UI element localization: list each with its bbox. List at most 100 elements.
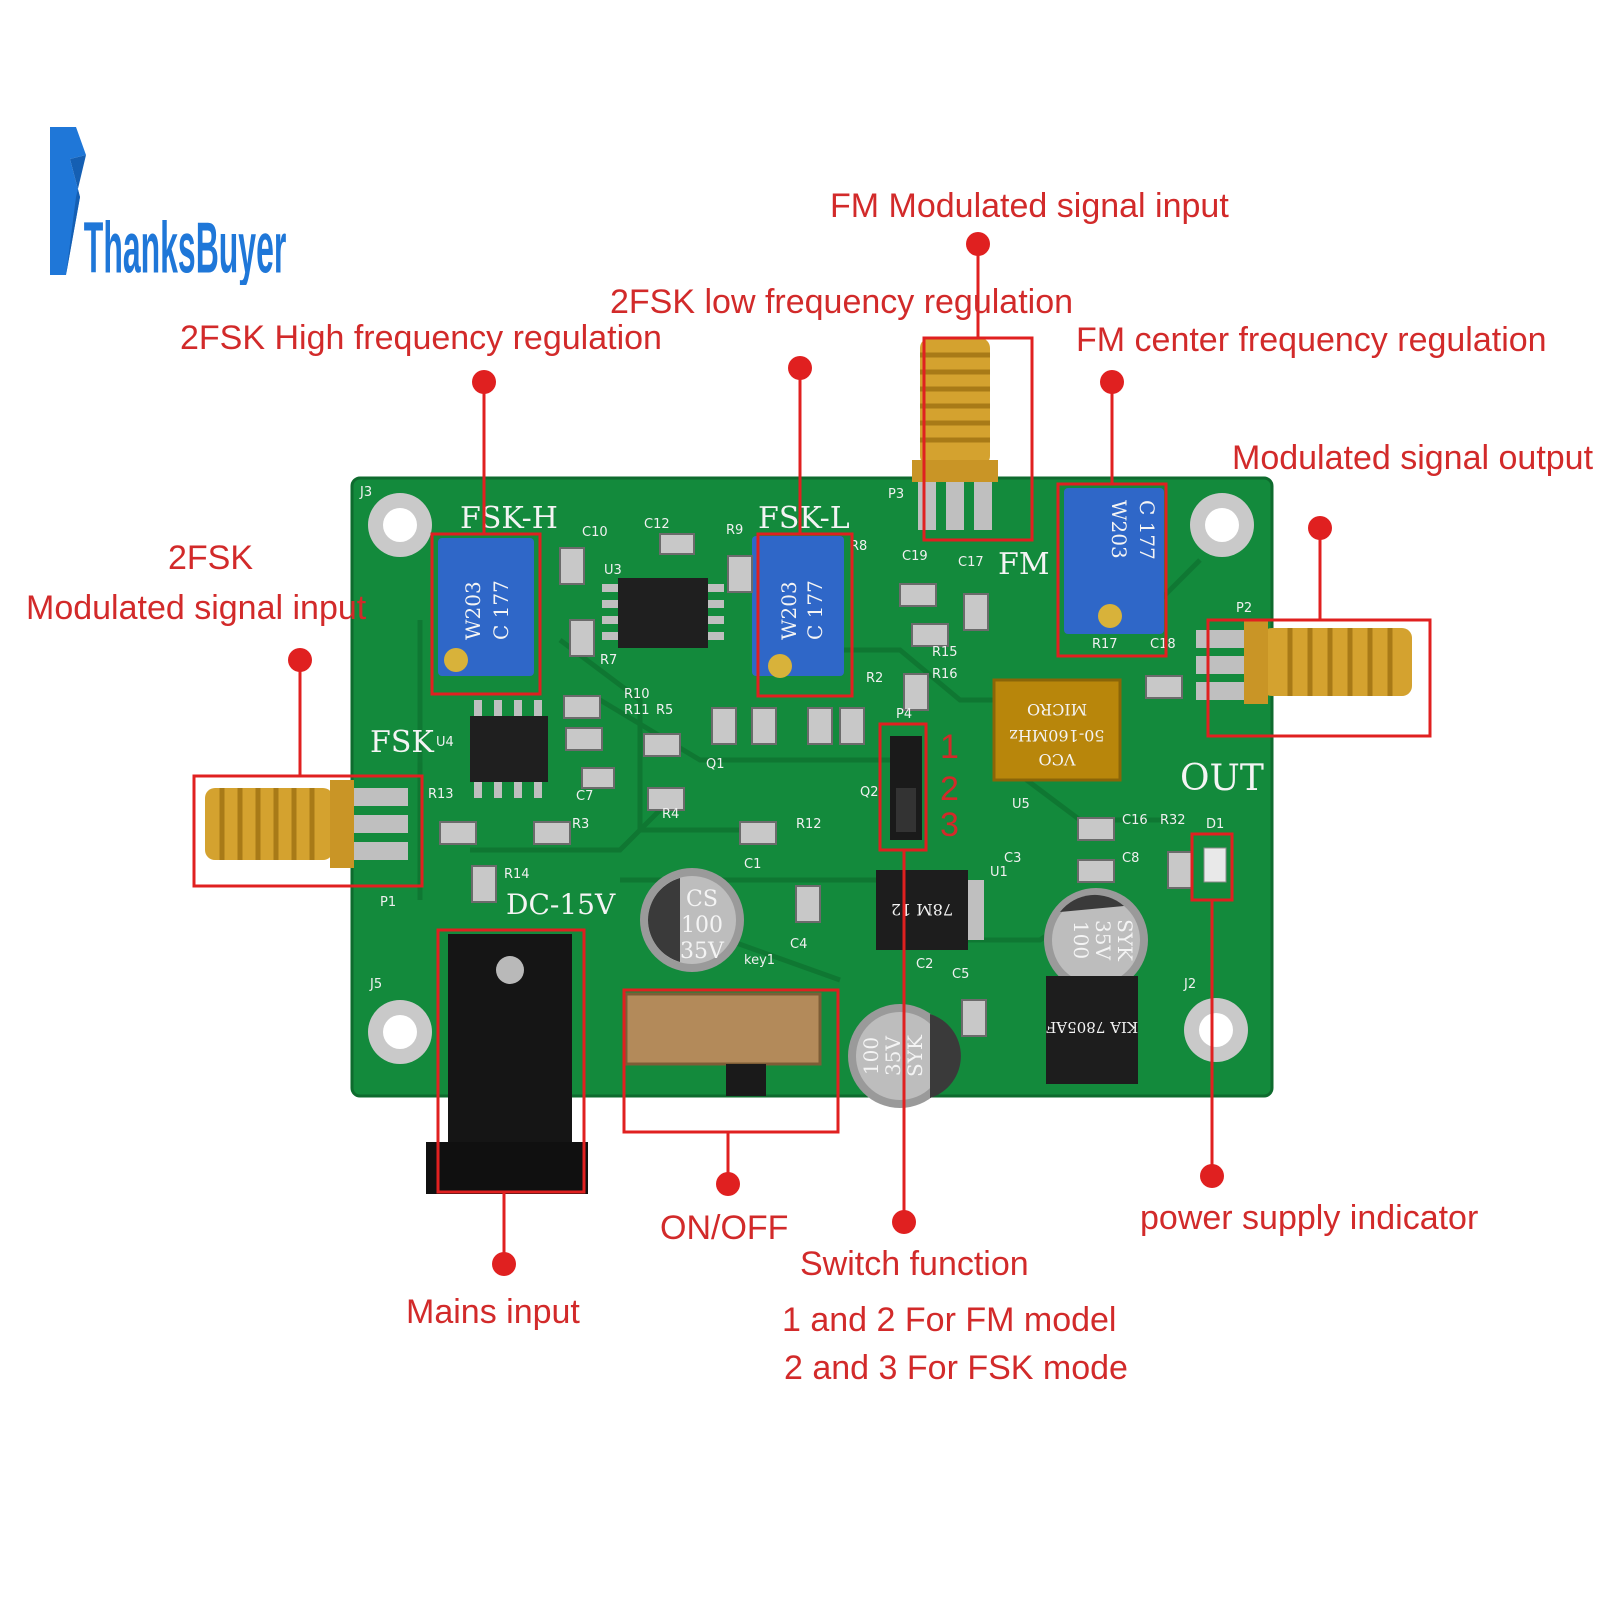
silk-fsk-l: FSK-L (758, 501, 850, 536)
label-onoff: ON/OFF (660, 1209, 789, 1247)
cap2-line1: 100 (859, 1037, 883, 1075)
reg2-label: KIA 7805AF (1046, 1018, 1138, 1036)
silk-c4: C4 (790, 937, 807, 952)
dc-jack (426, 934, 588, 1194)
capacitor-cs100: CS 100 35V (640, 868, 744, 972)
silk-p4: P4 (896, 707, 912, 722)
box-fsk-high (430, 532, 542, 696)
silk-r14: R14 (504, 867, 530, 882)
silk-r17: R17 (1092, 637, 1118, 652)
brand-logo-mark: ThanksBuyer (50, 127, 286, 289)
silk-c8: C8 (1122, 851, 1139, 866)
silk-r7: R7 (600, 653, 617, 668)
regulator-7805: KIA 7805AF (1046, 976, 1138, 1084)
potentiometer-fm: W203 C 177 (1064, 488, 1164, 634)
cap2-line2: 35V (881, 1036, 905, 1076)
silk-fm: FM (998, 547, 1050, 582)
silk-c7: C7 (576, 789, 593, 804)
capacitor-syk-b: 100 35V SYK (1044, 888, 1148, 992)
pot2-code2: C 177 (803, 580, 827, 640)
leader-dots (288, 232, 1332, 1276)
potentiometer-fsk-l: W203 C 177 (752, 536, 844, 678)
label-mod-output: Modulated signal output (1232, 439, 1594, 477)
silk-j2: J2 (1183, 977, 1196, 992)
svg-text:ThanksBuyer: ThanksBuyer (84, 208, 286, 285)
pot2-code: W203 (777, 581, 801, 640)
silk-r5: R5 (656, 703, 673, 718)
capacitor-syk-a: 100 35V SYK (848, 1004, 961, 1108)
label-switch-line1: 1 and 2 For FM model (782, 1301, 1117, 1339)
silk-q2: Q2 (860, 785, 879, 800)
cap1-line3: 35V (680, 939, 725, 964)
pot1-code: W203 (461, 581, 485, 640)
label-switch-title: Switch function (800, 1245, 1029, 1283)
silk-dc: DC-15V (506, 888, 616, 921)
silk-p2: P2 (1236, 601, 1252, 616)
silk-r12: R12 (796, 817, 822, 832)
vco-name: VCO (1039, 750, 1077, 769)
silk-r13: R13 (428, 787, 454, 802)
silk-j3: J3 (359, 485, 372, 500)
pin-num-1: 1 (940, 728, 959, 766)
silk-fsk-h: FSK-H (460, 501, 558, 536)
pin-num-2: 2 (940, 770, 959, 808)
jumper-p4 (890, 736, 922, 840)
pot1-code2: C 177 (489, 580, 513, 640)
smd-parts (439, 533, 1193, 1037)
vco-module: MICRO 50-160MHz VCO (992, 678, 1122, 782)
label-fsk-low: 2FSK low frequency regulation (610, 283, 1074, 321)
silk-c3: C3 (1004, 851, 1021, 866)
silk-d1: D1 (1206, 817, 1224, 832)
silk-c5: C5 (952, 967, 969, 982)
mounting-holes (368, 493, 1254, 1064)
silk-r16: R16 (932, 667, 958, 682)
silk-c16: C16 (1122, 813, 1148, 828)
potentiometer-fsk-h: W203 C 177 (438, 538, 534, 676)
reg1-label: 78M 12 (891, 900, 953, 919)
box-fsk-low (756, 532, 854, 698)
silk-c2: C2 (916, 957, 933, 972)
silk-r10: R10 (624, 687, 650, 702)
slide-switch (624, 992, 822, 1096)
label-fm-input: FM Modulated signal input (830, 187, 1229, 225)
silk-r2: R2 (866, 671, 883, 686)
box-switch (622, 988, 840, 1134)
ic-u3 (618, 578, 708, 648)
silk-c19: C19 (902, 549, 928, 564)
sma-connector-right (1196, 620, 1412, 704)
silk-r8: R8 (850, 539, 867, 554)
silk-fsk: FSK (370, 725, 434, 760)
box-fsk-input (192, 774, 424, 888)
silk-r9: R9 (726, 523, 743, 538)
silk-c10: C10 (582, 525, 608, 540)
silk-p3: P3 (888, 487, 904, 502)
silk-c1: C1 (744, 857, 761, 872)
label-fsk-input-line2: Modulated signal input (26, 589, 367, 627)
silk-u3: U3 (604, 563, 622, 578)
silk-r4: R4 (662, 807, 679, 822)
led-d1 (1203, 847, 1227, 883)
pot3-code2: C 177 (1135, 500, 1159, 560)
silk-q1: Q1 (706, 757, 725, 772)
cap1-line2: 100 (681, 913, 723, 938)
regulator-78m12: 78M 12 (876, 870, 984, 950)
cap2-line3: SYK (903, 1034, 927, 1077)
silk-c17: C17 (958, 555, 984, 570)
brand-logo: ThanksBuyer (46, 125, 286, 289)
pin-num-3: 3 (940, 806, 959, 844)
silk-c12: C12 (644, 517, 670, 532)
silk-j5: J5 (369, 977, 382, 992)
silk-p1: P1 (380, 895, 396, 910)
silk-u4: U4 (436, 735, 454, 750)
vco-maker: MICRO (1027, 700, 1087, 719)
cap3-line3: SYK (1113, 919, 1137, 962)
label-switch-line2: 2 and 3 For FSK mode (784, 1349, 1128, 1387)
silk-r32: R32 (1160, 813, 1186, 828)
cap3-line1: 100 (1069, 921, 1093, 959)
pot3-code: W203 (1107, 500, 1131, 559)
silk-c18: C18 (1150, 637, 1176, 652)
silk-u5: U5 (1012, 797, 1030, 812)
label-power-indicator: power supply indicator (1140, 1199, 1479, 1237)
